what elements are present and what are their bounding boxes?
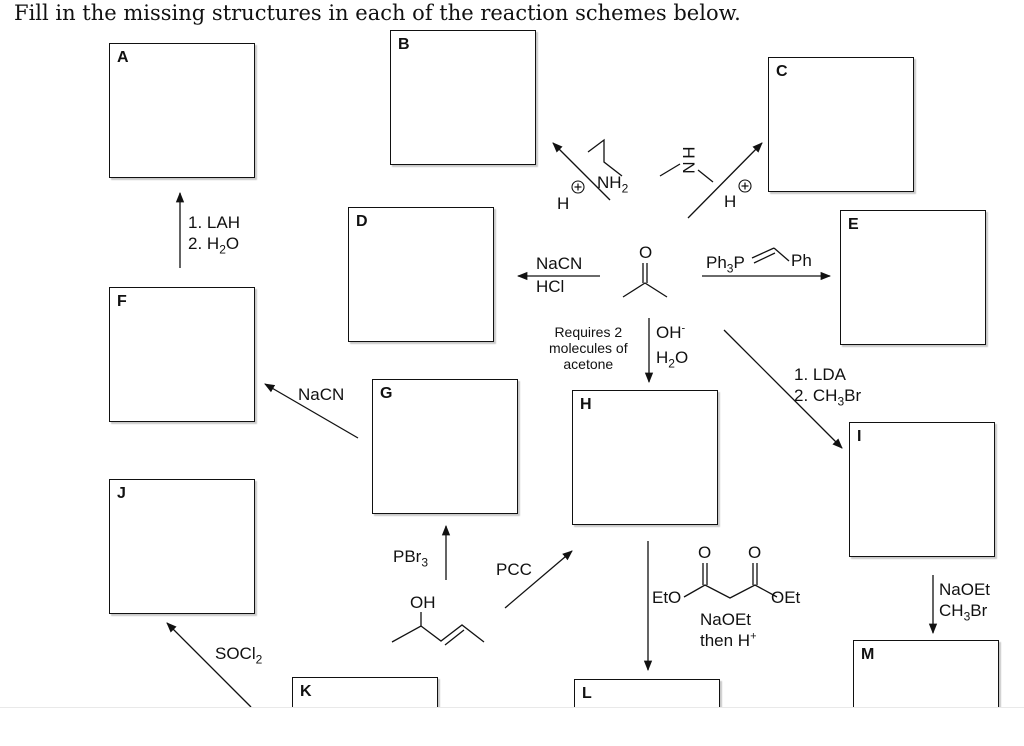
ketone-o-label: O bbox=[639, 243, 653, 262]
arrow-to-c bbox=[687, 142, 763, 219]
reagent-wittig-ph: Ph bbox=[791, 251, 812, 270]
reagent-socl2: SOCl2 bbox=[215, 644, 263, 667]
propylamine-skeleton bbox=[587, 138, 623, 177]
answer-box-g[interactable]: G bbox=[372, 379, 518, 514]
reagent-pbr3: PBr3 bbox=[393, 547, 429, 570]
box-label-b: B bbox=[398, 36, 410, 53]
ester-o-right: O bbox=[748, 543, 762, 562]
reagent-diethylamine-n: N bbox=[678, 161, 698, 174]
answer-box-d[interactable]: D bbox=[348, 207, 494, 342]
box-label-f: F bbox=[117, 293, 127, 310]
alcohol-oh-label: OH bbox=[410, 593, 436, 612]
page-bottom-margin bbox=[0, 707, 1024, 746]
diethyl-malonate-skeleton bbox=[683, 584, 778, 599]
wittig-double-bond bbox=[751, 247, 775, 259]
reagent-naoet-ch3br: NaOEt CH3Br bbox=[939, 580, 991, 624]
box-label-k: K bbox=[300, 683, 312, 700]
arrow-to-b bbox=[552, 142, 611, 201]
answer-box-e[interactable]: E bbox=[840, 210, 986, 345]
page-title: Fill in the missing structures in each o… bbox=[14, 1, 741, 25]
box-label-h: H bbox=[580, 396, 592, 413]
answer-box-h[interactable]: H bbox=[572, 390, 718, 525]
box-label-g: G bbox=[380, 385, 393, 402]
reagent-diethylamine-h: H bbox=[678, 146, 698, 159]
reagent-nacn-g: NaCN bbox=[298, 385, 345, 404]
reagent-nacn-hcl: NaCN HCl bbox=[536, 254, 583, 297]
box-label-l: L bbox=[582, 685, 592, 702]
box-label-d: D bbox=[356, 213, 368, 230]
ester-o-left: O bbox=[698, 543, 712, 562]
arrow-to-j bbox=[166, 622, 252, 708]
answer-box-c[interactable]: C bbox=[768, 57, 914, 192]
reagent-acid-h-2: H bbox=[724, 192, 737, 211]
box-label-e: E bbox=[848, 216, 859, 233]
reagent-propylamine: NH2 bbox=[597, 173, 629, 196]
box-label-i: I bbox=[857, 428, 862, 445]
answer-box-i[interactable]: I bbox=[849, 422, 995, 557]
answer-box-b[interactable]: B bbox=[390, 30, 536, 165]
reagent-lah: 1. LAH 2. H2O bbox=[188, 213, 240, 257]
diethylamine-skeleton bbox=[659, 163, 681, 177]
box-label-j: J bbox=[117, 485, 126, 502]
reagent-hydroxide: OH- bbox=[656, 322, 686, 342]
arrow-to-f bbox=[264, 383, 359, 439]
reagent-water: H2O bbox=[656, 348, 689, 371]
answer-box-j[interactable]: J bbox=[109, 479, 255, 614]
reagent-lda-ch3br: 1. LDA 2. CH3Br bbox=[794, 365, 862, 409]
reagent-wittig: Ph3P bbox=[706, 253, 745, 276]
ester-oet-label: OEt bbox=[771, 588, 801, 607]
arrow-pcc bbox=[504, 550, 573, 609]
answer-box-a[interactable]: A bbox=[109, 43, 255, 178]
box-label-a: A bbox=[117, 49, 129, 66]
reagent-pcc: PCC bbox=[496, 560, 532, 579]
note-two-acetone: Requires 2 molecules of acetone bbox=[549, 324, 628, 373]
acetone-skeleton bbox=[622, 282, 668, 298]
arrow-to-i bbox=[723, 329, 843, 449]
reagent-naoet-then-h: NaOEt then H+ bbox=[700, 610, 757, 651]
allylic-alcohol-skeleton bbox=[391, 624, 485, 643]
ester-eto-label: EtO bbox=[652, 588, 682, 607]
box-label-m: M bbox=[861, 646, 875, 663]
box-label-c: C bbox=[776, 63, 788, 80]
reagent-acid-h: H bbox=[557, 194, 570, 213]
answer-box-f[interactable]: F bbox=[109, 287, 255, 422]
